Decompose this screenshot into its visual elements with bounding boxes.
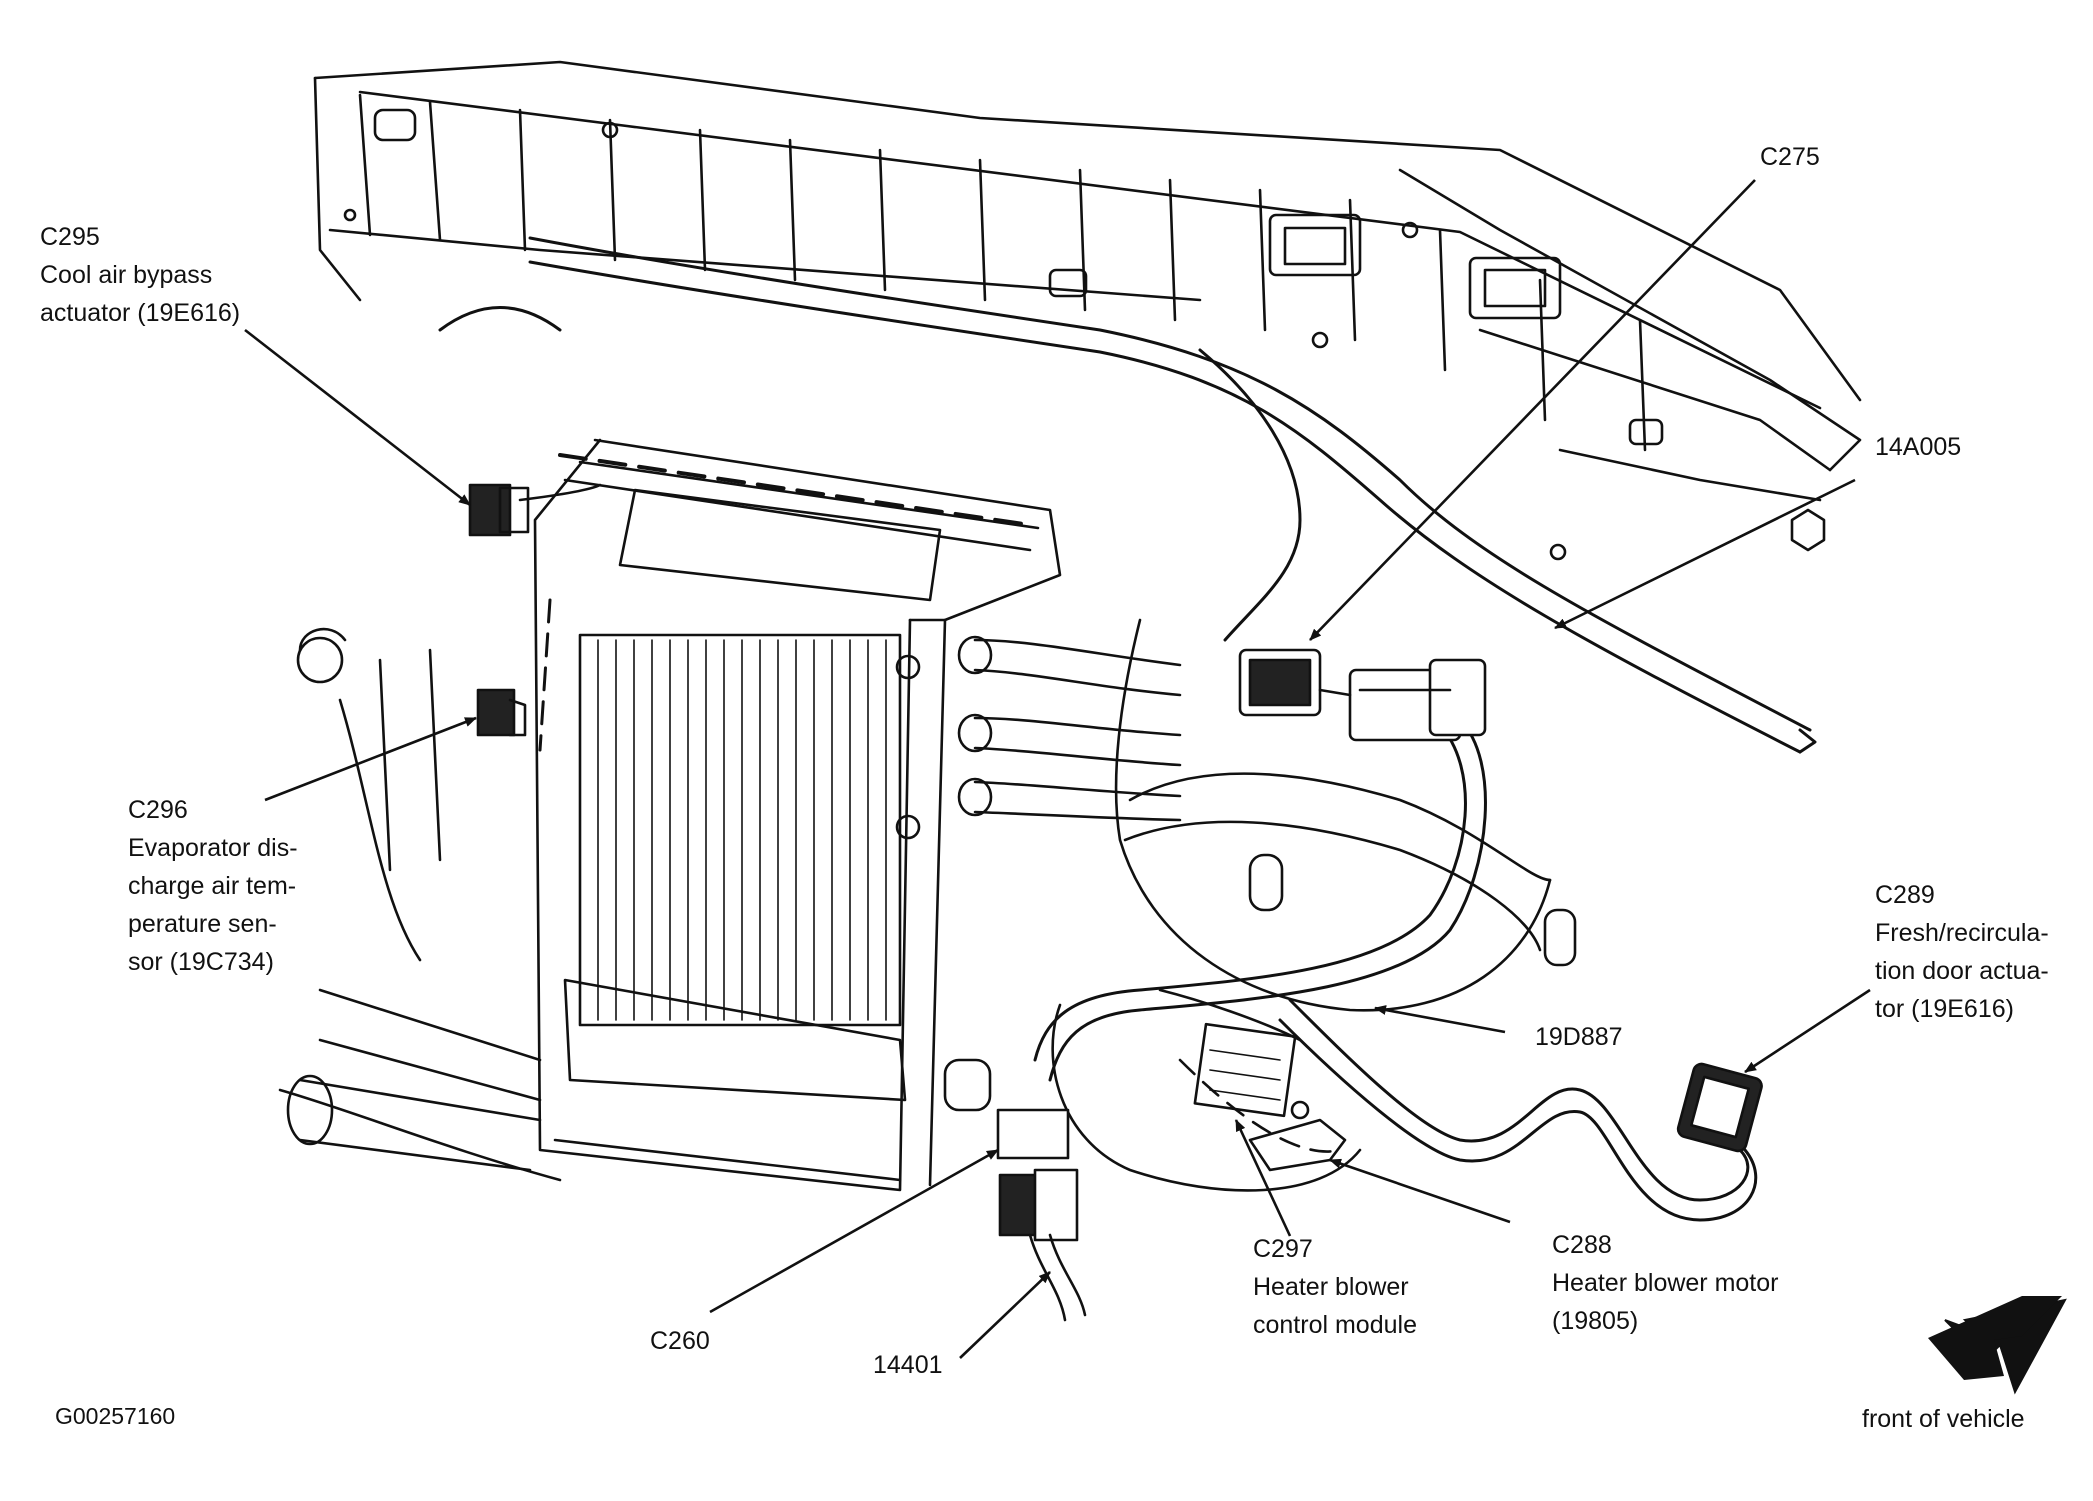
callout-c288: C288 Heater blower motor (19805) xyxy=(1552,1226,1778,1340)
c289-connector xyxy=(1676,1062,1763,1153)
c296-connector xyxy=(476,688,527,737)
blower-harness-19d887 xyxy=(1033,718,1487,1082)
callout-c296-line-1: Evaporator dis- xyxy=(128,834,298,862)
callout-c260: C260 xyxy=(650,1322,710,1360)
callout-c295-line-2: actuator (19E616) xyxy=(40,299,241,327)
orientation-label: front of vehicle xyxy=(1862,1405,2025,1433)
callout-c289-line-2: tion door actua- xyxy=(1875,957,2049,985)
c289-harness xyxy=(1278,998,1758,1222)
callout-c288-line-1: Heater blower motor xyxy=(1552,1269,1779,1297)
callout-c297: C297 Heater blower control module xyxy=(1253,1230,1417,1344)
leader-c296 xyxy=(264,716,477,802)
heater-hoses xyxy=(957,635,1182,822)
dash-crossmember xyxy=(313,60,1862,561)
callout-c295-code: C295 xyxy=(40,223,100,251)
callout-14401: 14401 xyxy=(873,1346,943,1384)
callout-c296-line-3: perature sen- xyxy=(128,910,277,938)
callout-19d887-code: 19D887 xyxy=(1535,1023,1623,1051)
callout-c289: C289 Fresh/recircula- tion door actua- t… xyxy=(1875,876,2049,1028)
leader-c295 xyxy=(244,328,471,507)
callout-c275: C275 xyxy=(1760,138,1820,176)
callout-c296-line-2: charge air tem- xyxy=(128,872,297,900)
c288-connector xyxy=(1248,1100,1347,1172)
evaporator-case xyxy=(533,438,1062,1192)
callout-c295: C295 Cool air bypass actuator (19E616) xyxy=(40,218,240,332)
callout-c296: C296 Evaporator dis- charge air tem- per… xyxy=(128,791,298,981)
leader-19d887 xyxy=(1374,1005,1506,1034)
figure-id: G00257160 xyxy=(55,1403,176,1429)
callout-c297-line-1: Heater blower xyxy=(1253,1273,1409,1301)
callout-c297-code: C297 xyxy=(1253,1235,1313,1263)
c275-connector xyxy=(1238,648,1487,742)
leader-c288 xyxy=(1329,1158,1511,1224)
callout-14a005-code: 14A005 xyxy=(1875,433,1962,461)
callout-c289-line-1: Fresh/recircula- xyxy=(1875,919,2049,947)
callout-c275-code: C275 xyxy=(1760,143,1820,171)
leader-c289 xyxy=(1744,988,1871,1074)
c295-connector xyxy=(468,483,602,537)
left-structure xyxy=(278,627,562,1182)
c297-module xyxy=(1193,1022,1297,1118)
callout-c297-line-2: control module xyxy=(1253,1311,1417,1339)
callout-c296-line-4: sor (19C734) xyxy=(128,948,274,976)
callout-c289-line-3: tor (19E616) xyxy=(1875,995,2014,1023)
leader-14401 xyxy=(959,1271,1051,1359)
leader-c297 xyxy=(1234,1119,1292,1237)
callout-14a005: 14A005 xyxy=(1875,428,1961,466)
callout-c260-code: C260 xyxy=(650,1327,710,1355)
c260-connector xyxy=(943,1058,1087,1322)
callout-14401-code: 14401 xyxy=(873,1351,943,1379)
leader-14a005 xyxy=(1554,478,1856,630)
callout-c289-code: C289 xyxy=(1875,881,1935,909)
leader-c275 xyxy=(1309,179,1756,641)
callout-19d887: 19D887 xyxy=(1535,1018,1623,1056)
front-arrow-icon xyxy=(1928,1296,2067,1395)
leader-c260 xyxy=(709,1148,999,1314)
callout-c296-code: C296 xyxy=(128,796,188,824)
upper-wire-harness xyxy=(438,236,1817,754)
callout-c295-line-1: Cool air bypass xyxy=(40,261,213,289)
leader-lines xyxy=(244,179,1871,1359)
callout-c288-code: C288 xyxy=(1552,1231,1612,1259)
callout-c288-line-2: (19805) xyxy=(1552,1307,1639,1335)
